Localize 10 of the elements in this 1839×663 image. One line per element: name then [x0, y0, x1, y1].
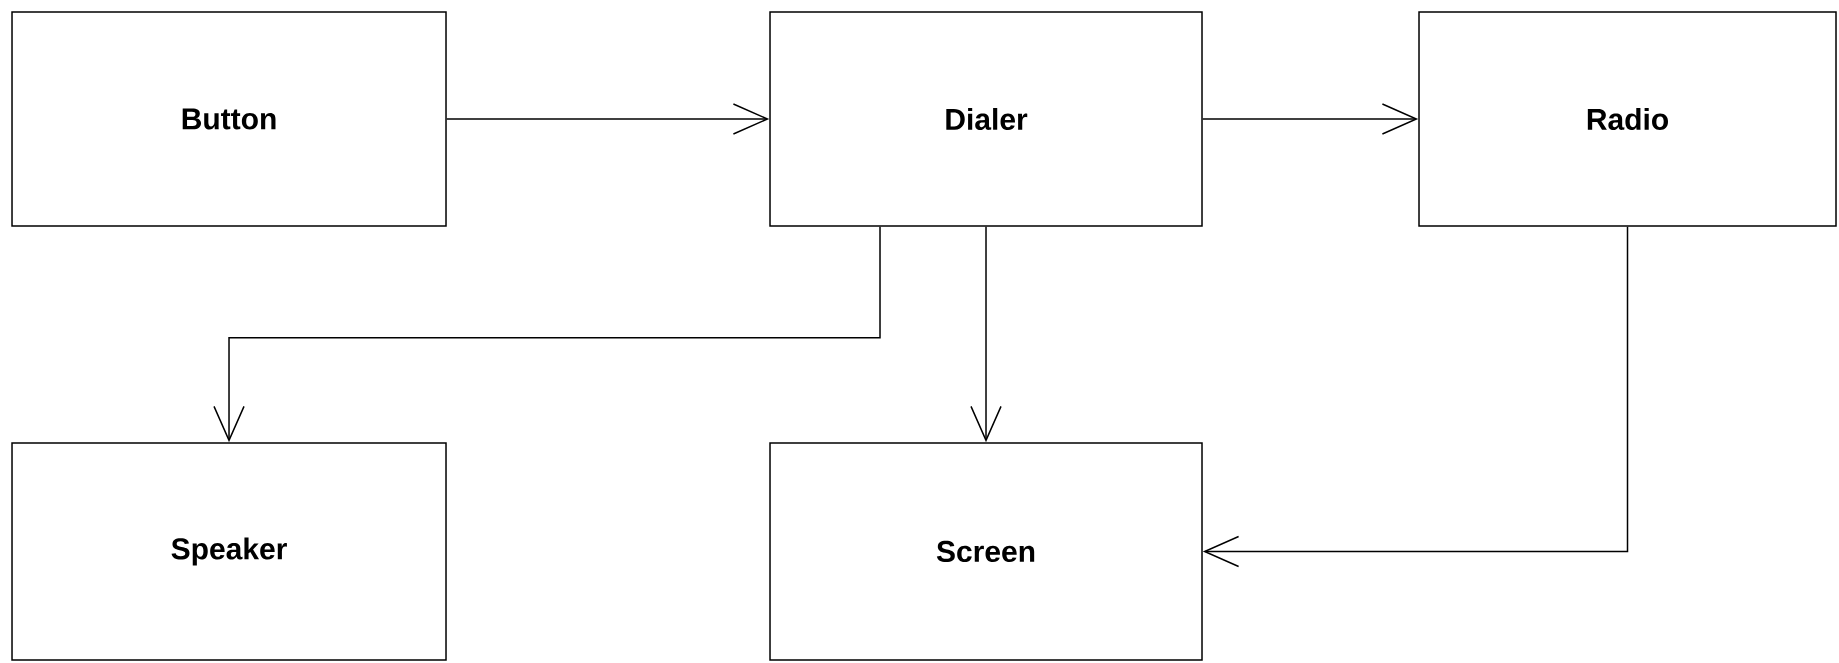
arrow	[1202, 226, 1629, 568]
block-box: Speaker	[11, 442, 447, 661]
block-box: Button	[11, 11, 447, 227]
block-box: Radio	[1418, 11, 1837, 227]
block-box: Screen	[769, 442, 1203, 661]
arrow	[970, 226, 1002, 443]
arrow	[446, 103, 770, 135]
arrow	[213, 226, 881, 443]
arrow	[1202, 103, 1419, 135]
block-box: Dialer	[769, 11, 1203, 227]
